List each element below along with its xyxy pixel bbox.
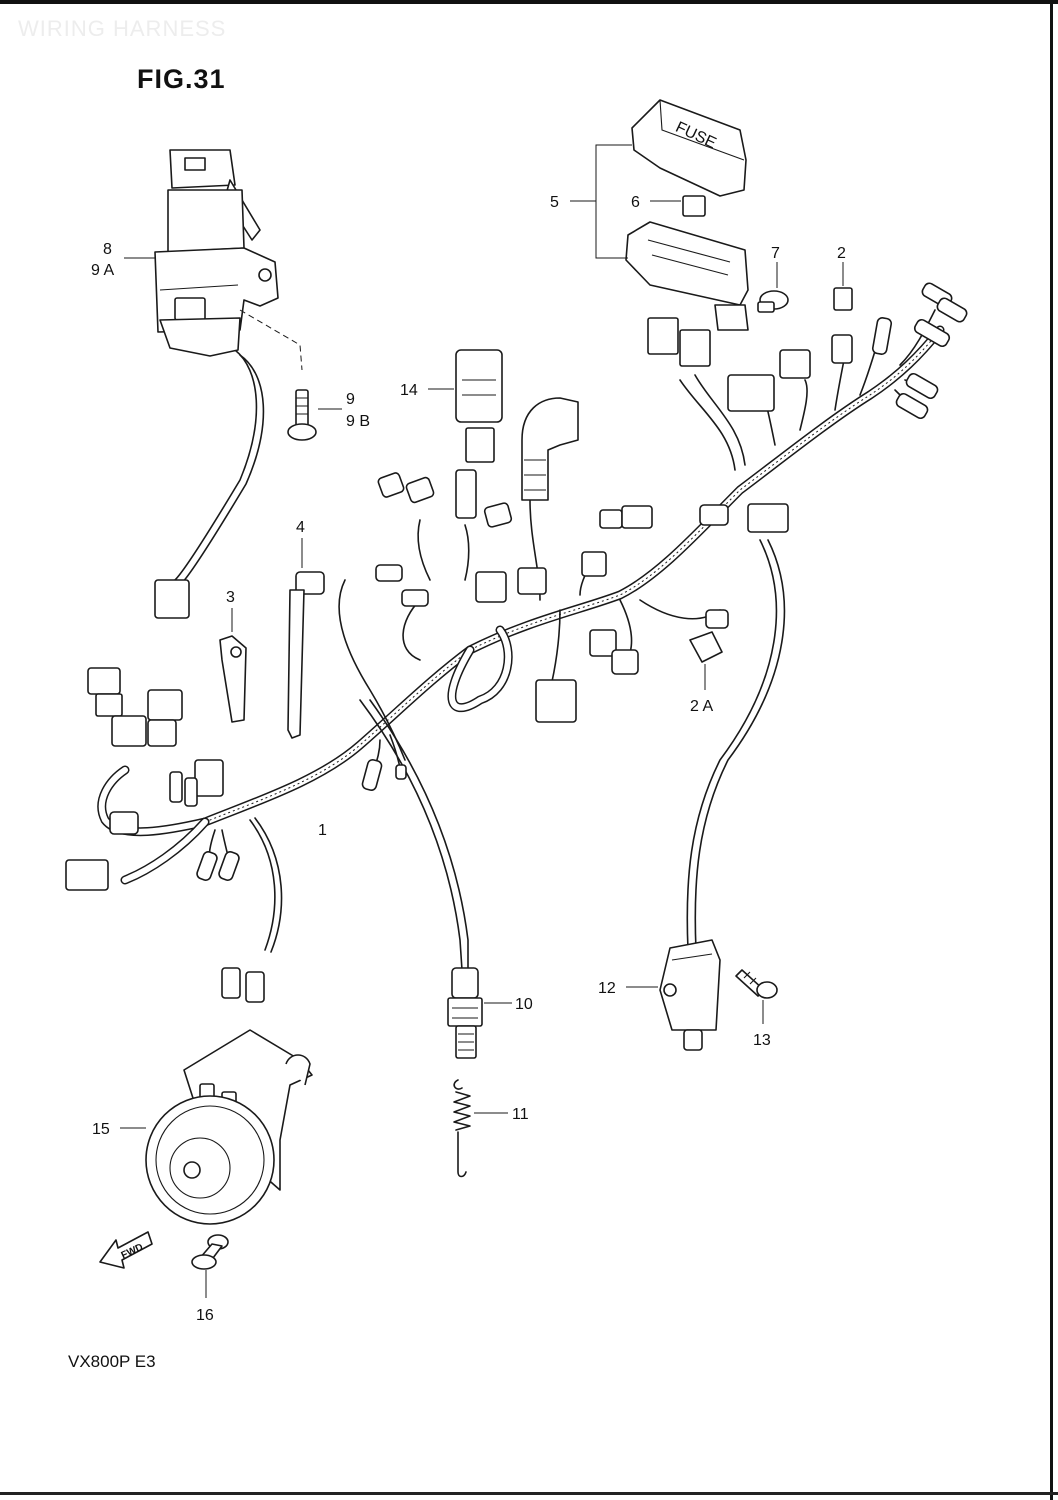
callout-10: 10 bbox=[515, 996, 533, 1013]
terminal-part-2 bbox=[833, 262, 853, 311]
cap-part-2a bbox=[689, 631, 723, 690]
callout-labels: 1 2 2 A 3 4 5 6 7 8 9 A 9 9 B 10 11 12 1… bbox=[91, 194, 846, 1324]
horn-part-15 bbox=[120, 1029, 313, 1225]
fuse-box-assembly: FUSE bbox=[570, 99, 749, 367]
callout-1: 1 bbox=[318, 822, 327, 839]
relay-part-14 bbox=[428, 349, 503, 463]
forward-arrow-icon: FWD bbox=[99, 1231, 153, 1269]
callout-4: 4 bbox=[296, 519, 305, 536]
callout-13: 13 bbox=[753, 1032, 771, 1049]
rubber-boot bbox=[521, 397, 579, 501]
callout-11: 11 bbox=[512, 1106, 529, 1123]
callout-6: 6 bbox=[631, 194, 640, 211]
main-wiring-harness bbox=[97, 309, 945, 971]
callout-9: 9 bbox=[346, 391, 355, 408]
ignition-switch-part-8 bbox=[124, 149, 303, 371]
callout-2: 2 bbox=[837, 245, 846, 262]
clamp-part-3 bbox=[219, 608, 247, 723]
model-code: VX800P E3 bbox=[68, 1352, 156, 1371]
tie-band-part-4 bbox=[287, 538, 325, 739]
callout-12: 12 bbox=[598, 980, 616, 997]
figure-number: FIG.31 bbox=[137, 64, 226, 94]
callout-14: 14 bbox=[400, 382, 418, 399]
page-border-top bbox=[0, 0, 1058, 4]
callout-16: 16 bbox=[196, 1307, 214, 1324]
bolt-part-7 bbox=[757, 262, 789, 313]
screw-part-13 bbox=[735, 969, 778, 1024]
bolt-part-16 bbox=[191, 1234, 229, 1298]
callout-7: 7 bbox=[771, 245, 780, 262]
bolt-part-9 bbox=[287, 389, 342, 441]
page-border-bottom bbox=[0, 1492, 1058, 1495]
spring-part-11 bbox=[453, 1079, 508, 1178]
callout-5: 5 bbox=[550, 194, 559, 211]
harness-connectors bbox=[65, 282, 968, 1003]
callout-9a: 9 A bbox=[91, 262, 114, 279]
page-border-right bbox=[1050, 0, 1053, 1500]
callout-15: 15 bbox=[92, 1121, 110, 1138]
callout-3: 3 bbox=[226, 589, 235, 606]
section-title: WIRING HARNESS bbox=[18, 16, 227, 41]
callout-2a: 2 A bbox=[690, 698, 713, 715]
callout-9b: 9 B bbox=[346, 413, 370, 430]
sensor-part-10 bbox=[447, 967, 512, 1059]
callout-8: 8 bbox=[103, 241, 112, 258]
switch-part-12 bbox=[626, 939, 721, 1051]
